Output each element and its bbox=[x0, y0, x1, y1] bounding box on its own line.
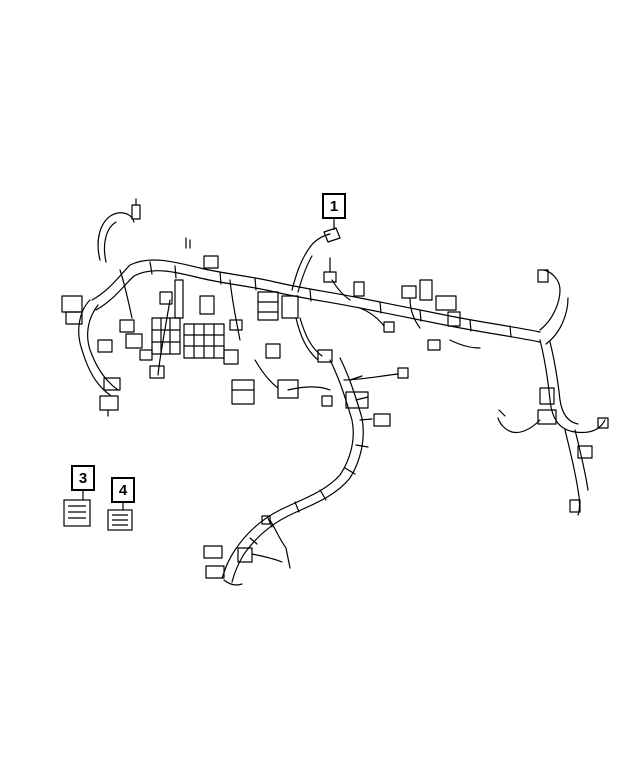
callout-3-label: 3 bbox=[71, 465, 95, 491]
upper-branch bbox=[291, 227, 365, 301]
right-harness-section bbox=[359, 269, 569, 351]
lower-center-branch bbox=[203, 357, 409, 586]
component-3 bbox=[63, 491, 91, 527]
center-connector-cluster bbox=[231, 291, 333, 407]
junction-block-cluster bbox=[151, 279, 243, 365]
far-right-branch bbox=[497, 339, 609, 516]
component-4 bbox=[107, 503, 133, 531]
callout-4-label: 4 bbox=[111, 477, 135, 503]
callout-1-label: 1 bbox=[322, 193, 346, 219]
left-harness-section bbox=[61, 198, 219, 417]
